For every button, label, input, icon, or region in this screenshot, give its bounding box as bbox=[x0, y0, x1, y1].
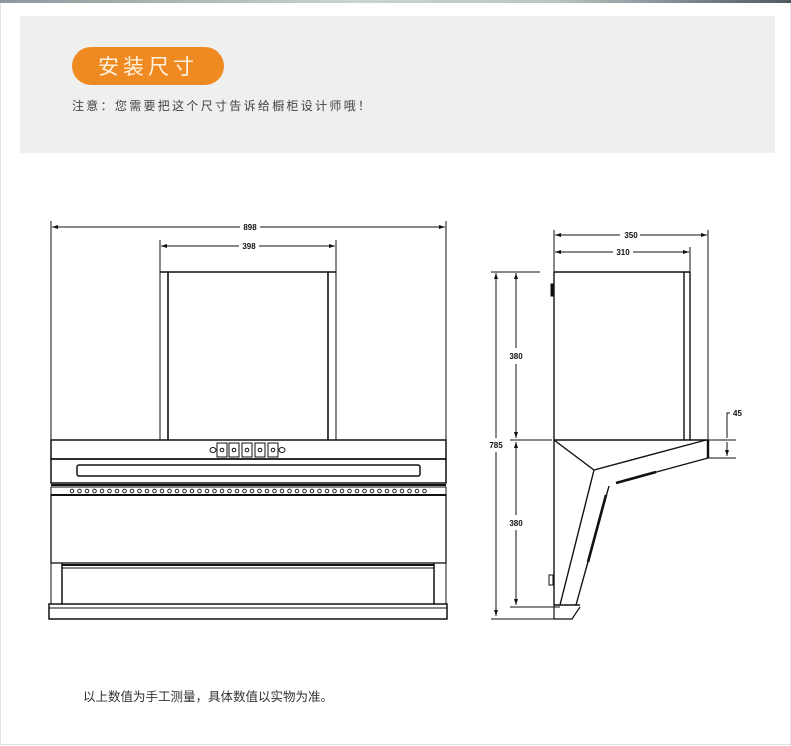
installation-note: 注意：您需要把这个尺寸告诉给橱柜设计师哦！ bbox=[72, 99, 373, 113]
dim-lower-height: 380 bbox=[509, 519, 523, 528]
dim-front-edge-height: 45 bbox=[733, 409, 742, 418]
vent-holes bbox=[69, 488, 427, 494]
dim-overall-depth: 350 bbox=[624, 231, 638, 240]
dim-total-height: 785 bbox=[489, 441, 503, 450]
top-banner-strip bbox=[0, 0, 791, 3]
dim-chimney-width: 398 bbox=[242, 242, 256, 251]
control-buttons bbox=[209, 442, 286, 458]
dim-upper-height: 380 bbox=[509, 352, 523, 361]
dim-chimney-depth: 310 bbox=[616, 248, 630, 257]
section-title: 安装尺寸 bbox=[98, 55, 198, 79]
section-title-badge: 安装尺寸 bbox=[72, 47, 224, 85]
dim-overall-width: 898 bbox=[243, 223, 257, 232]
measurement-disclaimer: 以上数值为手工测量，具体数值以实物为准。 bbox=[83, 689, 334, 704]
